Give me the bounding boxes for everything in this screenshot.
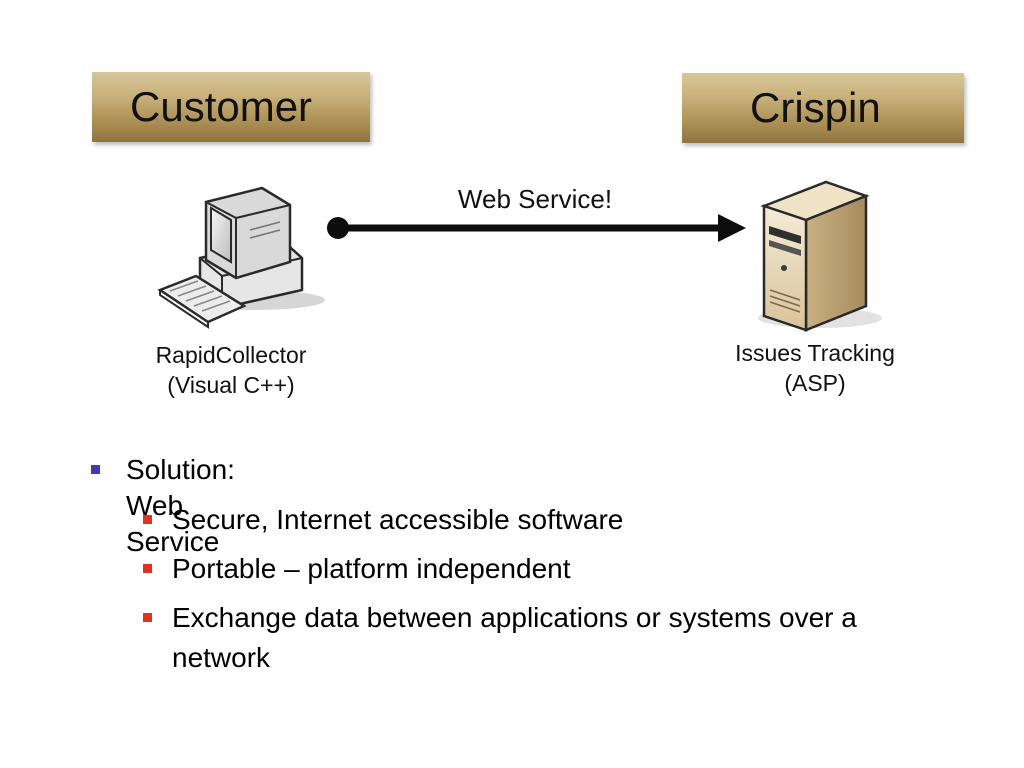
client-caption-name: RapidCollector [155,342,307,368]
desktop-computer-icon [157,186,325,329]
bullet-marker-level1 [91,465,100,474]
bullet-marker-level2 [143,515,152,524]
crispin-banner-label: Crispin [750,84,881,131]
bullet-sub-item: Exchange data between applications or sy… [172,602,857,673]
web-service-label: Web Service! [457,184,613,214]
web-service-arrow [327,214,746,242]
bullet-sub-item: Portable – platform independent [172,553,571,584]
customer-banner: Customer [92,72,370,142]
server-caption-name: Issues Tracking [735,340,895,366]
bullet-marker-level2 [143,613,152,622]
crispin-banner: Crispin [682,73,964,143]
bullet-sub-item: Secure, Internet accessible software [172,504,624,535]
client-caption: RapidCollector (Visual C++) [120,340,342,400]
bullet-marker-level2 [143,564,152,573]
server-caption-tech: (ASP) [784,370,846,396]
client-caption-tech: (Visual C++) [167,372,295,398]
customer-banner-label: Customer [130,83,313,130]
server-caption: Issues Tracking (ASP) [705,338,925,398]
tower-server-icon [758,180,882,332]
bullet-main: Solution: Web Service [126,454,235,557]
